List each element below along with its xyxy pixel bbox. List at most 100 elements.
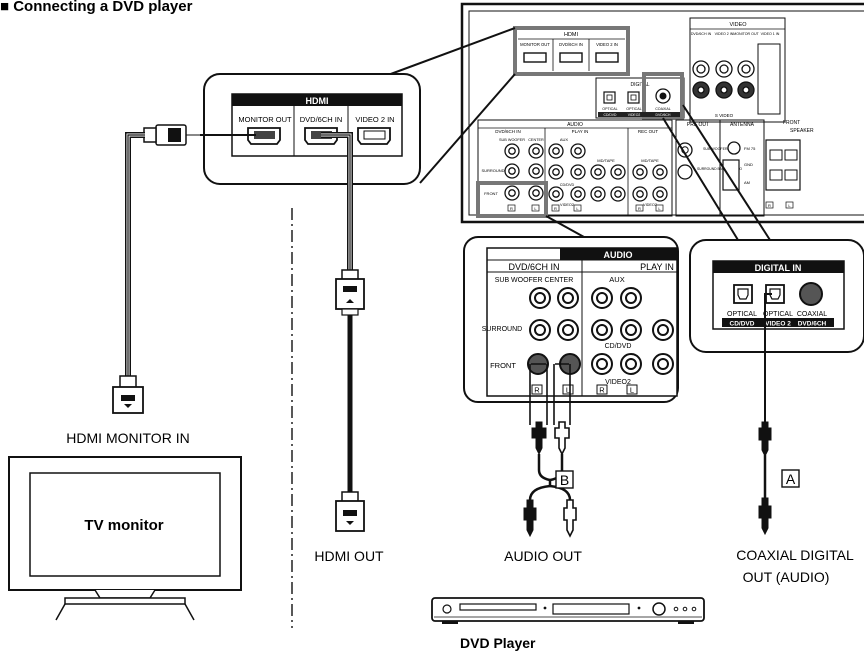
audio-zoom-box: AUDIO DVD/6CH IN PLAY IN SUB WOOFER CENT…: [463, 215, 679, 403]
audio-cable-b: B: [523, 363, 577, 538]
receiver-hdmi-jack: [523, 52, 547, 63]
svg-text:AUX: AUX: [560, 137, 569, 142]
receiver-hdmi-section: HDMI MONITOR OUT DVD/6CH IN VIDEO 2 IN: [513, 26, 630, 76]
receiver-hdmi-port-label: VIDEO 2 IN: [596, 42, 618, 47]
svg-text:FRONT: FRONT: [783, 120, 800, 126]
receiver-svideo-label: S VIDEO: [715, 113, 734, 118]
svg-text:PLAY IN: PLAY IN: [572, 129, 589, 134]
hdmi-cable-tv: [125, 124, 256, 378]
svg-text:REC OUT: REC OUT: [638, 129, 659, 134]
cable-a-label: A: [786, 471, 796, 487]
svg-text:OPTICAL: OPTICAL: [626, 107, 641, 111]
audio-zoom-title: AUDIO: [604, 250, 633, 260]
svg-text:VIDEO2: VIDEO2: [560, 203, 574, 207]
receiver-hdmi-label: HDMI: [564, 32, 579, 38]
svg-text:CENTER: CENTER: [528, 138, 544, 142]
svg-text:DVD/6CH IN: DVD/6CH IN: [495, 129, 521, 134]
svg-text:VIDEO2: VIDEO2: [605, 379, 631, 386]
section-title: ■ Connecting a DVD player: [0, 0, 193, 15]
hdmi-zoom-port-label: MONITOR OUT: [238, 115, 292, 124]
tv-monitor-label: TV monitor: [84, 517, 163, 534]
svg-text:SUB WOOFER: SUB WOOFER: [703, 147, 728, 151]
svg-text:FRONT: FRONT: [490, 361, 516, 370]
receiver-audio-label: AUDIO: [567, 122, 583, 128]
svg-text:DVD/6CH: DVD/6CH: [656, 113, 671, 117]
svg-text:SUB WOOFER: SUB WOOFER: [499, 138, 525, 142]
receiver-digital-label: DIGITAL: [630, 82, 649, 88]
digital-zoom-box: DIGITAL IN OPTICAL OPTICAL COAXIAL CD/DV…: [662, 104, 864, 353]
svg-text:OPTICAL: OPTICAL: [763, 311, 793, 318]
svg-text:VIDEO2: VIDEO2: [628, 113, 641, 117]
svg-text:AUX: AUX: [609, 275, 624, 284]
cable-b-label: B: [560, 472, 569, 488]
svg-text:VIDEO 2: VIDEO 2: [765, 321, 791, 328]
svg-text:OPTICAL: OPTICAL: [602, 107, 617, 111]
receiver-hdmi-jack: [595, 52, 619, 63]
svg-text:CD/DVD: CD/DVD: [605, 343, 632, 350]
receiver-video-label: VIDEO: [729, 22, 747, 28]
receiver-hdmi-port-label: MONITOR OUT: [520, 42, 550, 47]
hdmi-jack-monitor-out: [247, 127, 281, 145]
svg-text:COAXIAL: COAXIAL: [797, 311, 827, 318]
audio-out-label: AUDIO OUT: [504, 548, 582, 564]
svg-text:MONITOR OUT: MONITOR OUT: [733, 32, 759, 36]
receiver-video-section: VIDEO DVD/6CH IN VIDEO 2 IN MONITOR OUT …: [689, 17, 786, 123]
receiver-hdmi-jack: [559, 52, 583, 63]
svg-text:CD/DVD: CD/DVD: [604, 113, 618, 117]
receiver-rear-panel: HDMI MONITOR OUT DVD/6CH IN VIDEO 2 IN V…: [460, 2, 864, 224]
svg-text:SURROUND: SURROUND: [482, 326, 522, 333]
svg-text:COAXIAL: COAXIAL: [655, 107, 671, 111]
receiver-hdmi-port-label: DVD/6CH IN: [559, 42, 583, 47]
svg-text:MD/TAPE: MD/TAPE: [641, 158, 659, 163]
svg-text:SURROUND: SURROUND: [481, 168, 504, 173]
svg-text:FM 75: FM 75: [744, 146, 756, 151]
hdmi-out-label: HDMI OUT: [314, 548, 384, 564]
svg-text:DVD/6CH IN: DVD/6CH IN: [691, 32, 712, 36]
hdmi-zoom-title: HDMI: [306, 96, 329, 106]
svg-text:GND: GND: [744, 162, 753, 167]
svg-text:R: R: [554, 206, 557, 211]
svg-text:R: R: [534, 386, 540, 395]
svg-text:L: L: [566, 386, 570, 395]
digital-zoom-title: DIGITAL IN: [755, 263, 802, 273]
svg-text:VIDEO 2 IN: VIDEO 2 IN: [715, 32, 734, 36]
digital-zoom-jacks: [733, 282, 823, 306]
svg-text:PLAY IN: PLAY IN: [640, 262, 674, 272]
svg-text:R: R: [638, 206, 641, 211]
svg-text:R: R: [510, 206, 513, 211]
svg-text:ANTENNA: ANTENNA: [730, 122, 755, 128]
dvd-player: [431, 597, 705, 624]
receiver-audio-section: AUDIO DVD/6CH IN PLAY IN REC OUT SUB WOO…: [476, 119, 673, 218]
dvd-player-label: DVD Player: [460, 635, 536, 651]
svg-text:L: L: [534, 206, 537, 211]
audio-zoom-jacks: [529, 287, 674, 375]
svg-text:FRONT: FRONT: [484, 191, 498, 196]
coaxial-cable-a: A: [758, 293, 800, 536]
coaxial-label-line2: OUT (AUDIO): [743, 569, 830, 585]
hdmi-connector-tv: [112, 375, 144, 414]
hdmi-cable-dvd: [321, 132, 365, 532]
hdmi-jack-video2-in: [357, 127, 391, 145]
svg-text:VIDEO 1 IN: VIDEO 1 IN: [761, 32, 780, 36]
svg-text:CD/DVD: CD/DVD: [730, 321, 755, 328]
hdmi-monitor-in-label: HDMI MONITOR IN: [66, 430, 189, 446]
hdmi-zoom-box: HDMI MONITOR OUT DVD/6CH IN VIDEO 2 IN: [203, 27, 516, 185]
svg-text:L: L: [658, 206, 661, 211]
svg-text:MD/TAPE: MD/TAPE: [597, 158, 615, 163]
svg-text:R: R: [599, 386, 605, 395]
svg-text:SPEAKER: SPEAKER: [790, 128, 814, 134]
svg-text:VIDEO2: VIDEO2: [643, 203, 657, 207]
tv-monitor: TV monitor: [8, 456, 242, 621]
svg-text:SUB WOOFER CENTER: SUB WOOFER CENTER: [495, 277, 574, 284]
svg-text:AM: AM: [744, 180, 750, 185]
svg-text:DVD/6CH: DVD/6CH: [798, 321, 827, 328]
svg-text:PRE OUT: PRE OUT: [687, 122, 709, 128]
hdmi-zoom-port-label: VIDEO 2 IN: [355, 115, 394, 124]
coaxial-label-line1: COAXIAL DIGITAL: [736, 547, 854, 563]
svg-text:OPTICAL: OPTICAL: [727, 311, 757, 318]
hdmi-zoom-port-label: DVD/6CH IN: [300, 115, 343, 124]
svg-text:L: L: [630, 386, 634, 395]
svg-text:L: L: [576, 206, 579, 211]
receiver-audio-jacks: [504, 143, 668, 202]
